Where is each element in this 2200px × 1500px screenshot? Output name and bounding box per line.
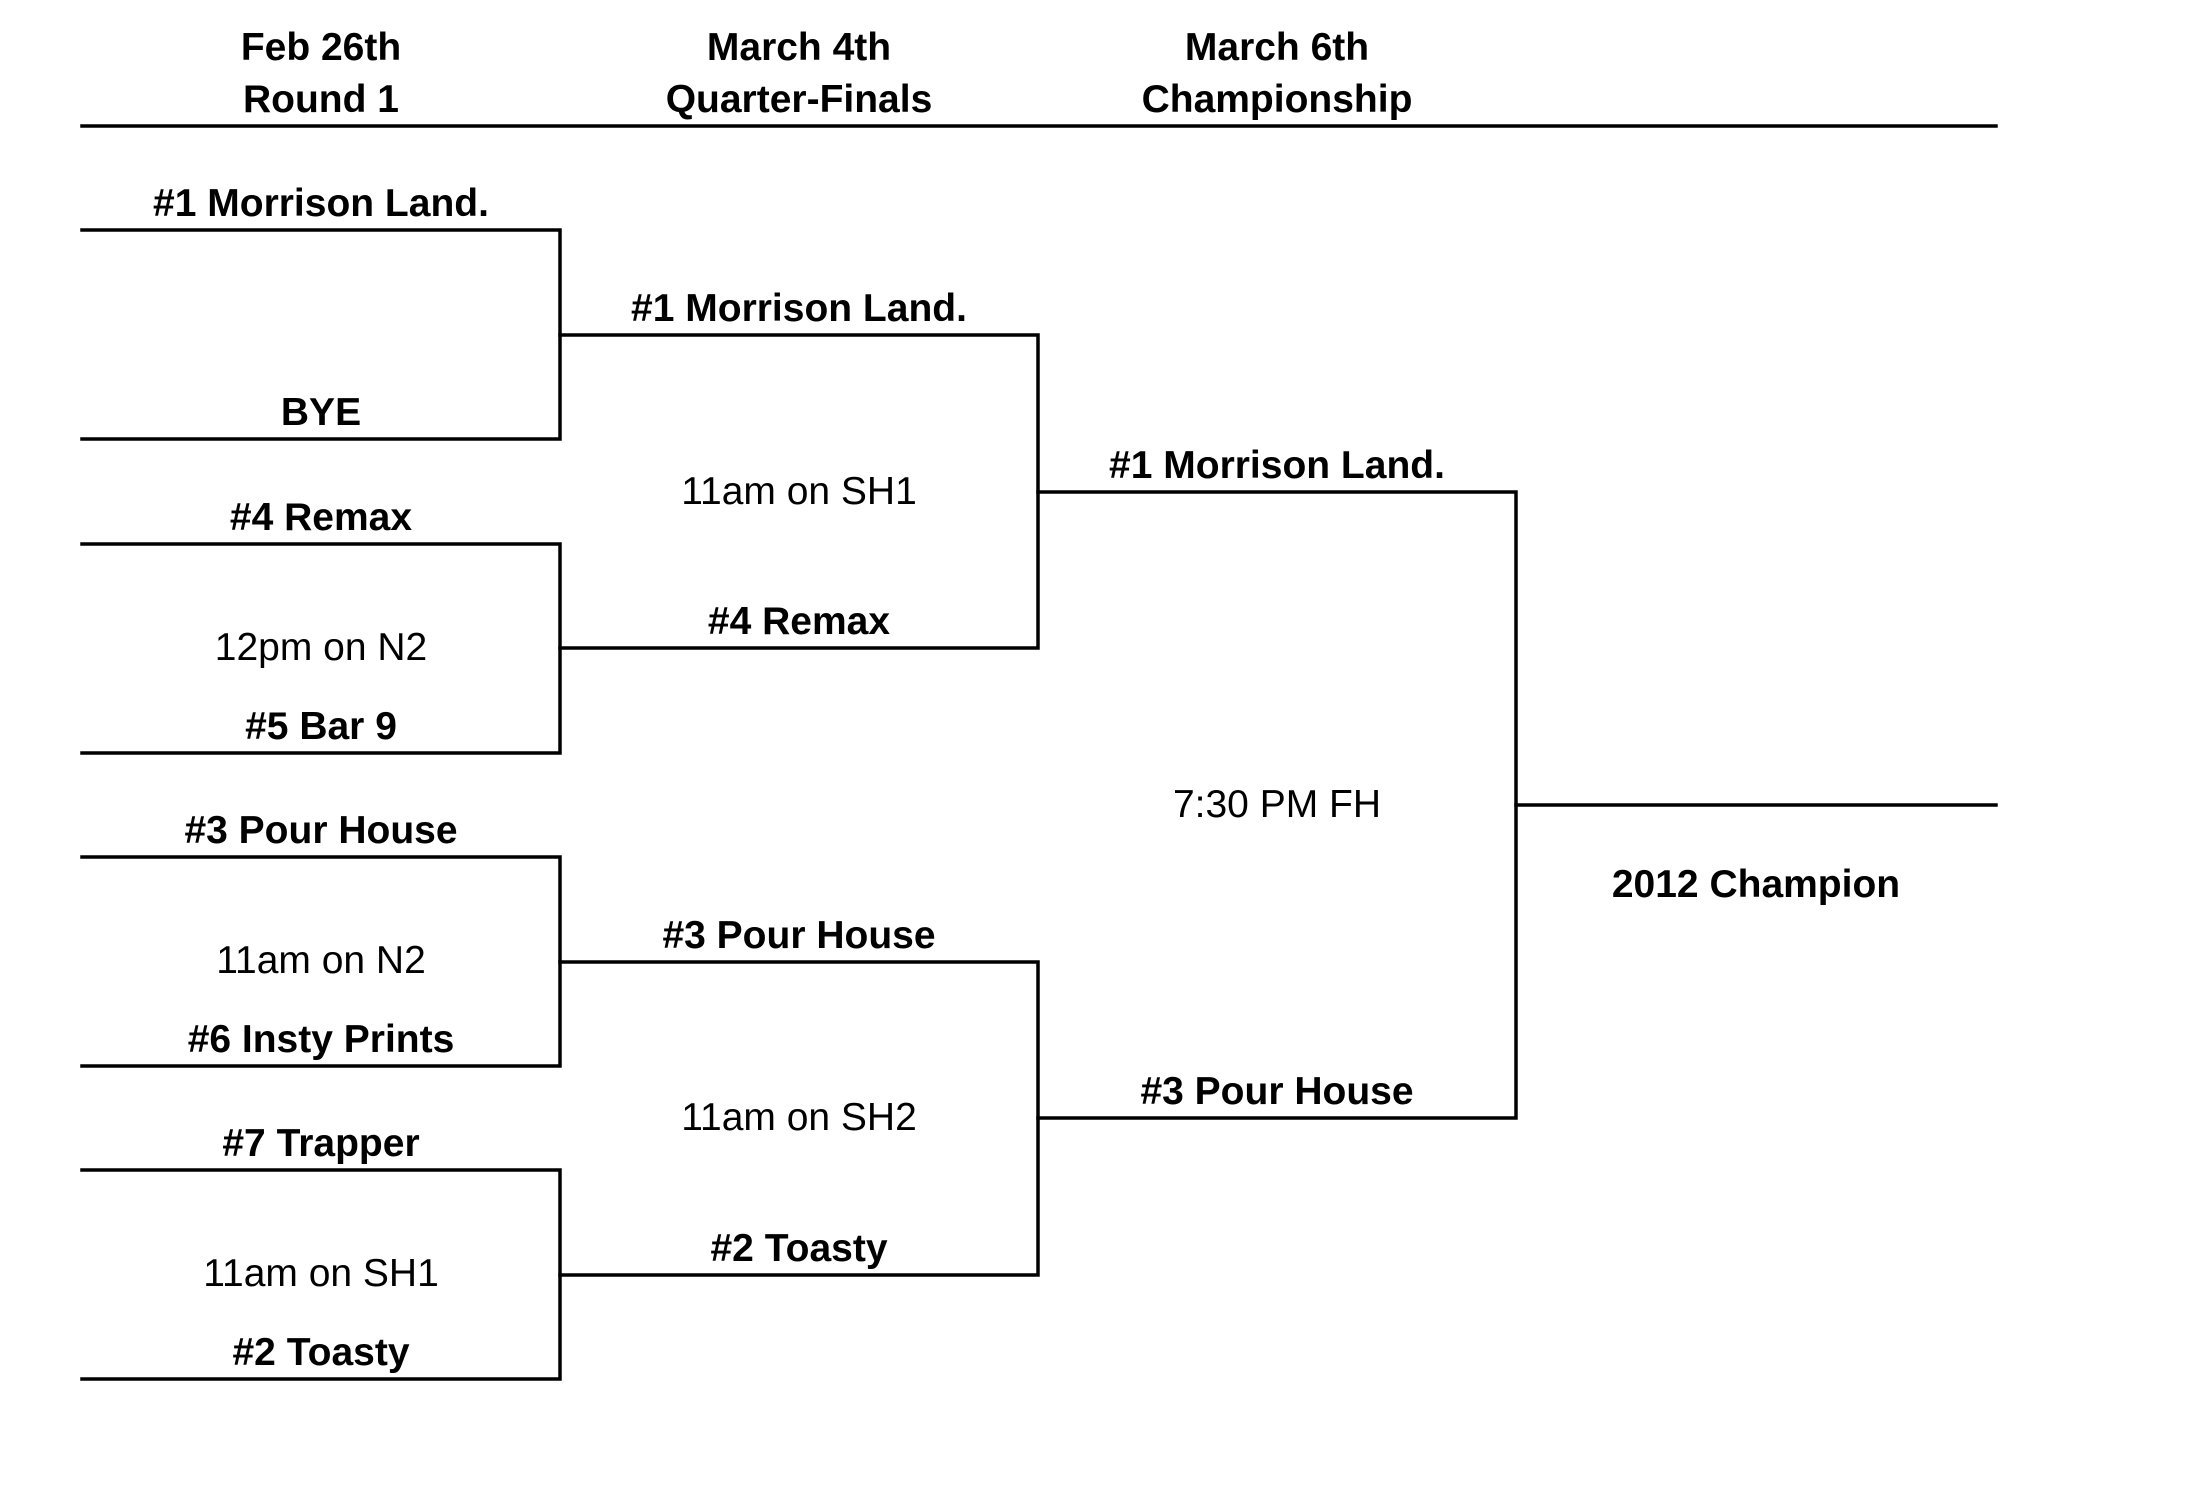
r1-m2-top-team: #4 Remax xyxy=(229,496,413,539)
champion-label: 2012 Champion xyxy=(1611,863,1901,906)
r1-m3-game-info: 11am on N2 xyxy=(216,939,426,982)
qf-m2-top-team: #3 Pour House xyxy=(662,914,936,957)
final-top-team: #1 Morrison Land. xyxy=(1109,444,1445,487)
header-championship: March 6th Championship xyxy=(1017,22,1537,126)
r1-m4-top-team: #7 Trapper xyxy=(222,1122,420,1165)
header-championship-date: March 6th xyxy=(1184,26,1370,69)
r1-m3-top-team: #3 Pour House xyxy=(184,809,458,852)
final-bottom-team: #3 Pour House xyxy=(1140,1070,1414,1113)
qf-m1-bottom-team: #4 Remax xyxy=(707,600,891,643)
r1-m2-bottom-team: #5 Bar 9 xyxy=(245,705,397,748)
header-championship-name: Championship xyxy=(1141,78,1413,121)
r1-m2-game-info: 12pm on N2 xyxy=(214,626,428,669)
qf-m2-bottom-team: #2 Toasty xyxy=(710,1227,888,1270)
r1-m1-bottom-team: BYE xyxy=(280,391,362,434)
r1-m4-bottom-team: #2 Toasty xyxy=(232,1331,410,1374)
header-quarterfinals: March 4th Quarter-Finals xyxy=(539,22,1059,126)
qf-m1-game-info: 11am on SH1 xyxy=(681,470,917,513)
r1-m3-bottom-team: #6 Insty Prints xyxy=(187,1018,455,1061)
r1-m1-top-team: #1 Morrison Land. xyxy=(153,182,489,225)
header-quarterfinals-date: March 4th xyxy=(706,26,892,69)
header-round1: Feb 26th Round 1 xyxy=(61,22,581,126)
header-quarterfinals-name: Quarter-Finals xyxy=(665,78,933,121)
header-round1-name: Round 1 xyxy=(243,78,399,121)
qf-m2-game-info: 11am on SH2 xyxy=(681,1096,917,1139)
final-game-info: 7:30 PM FH xyxy=(1172,783,1382,826)
header-round1-date: Feb 26th xyxy=(240,26,402,69)
qf-m1-top-team: #1 Morrison Land. xyxy=(631,287,967,330)
r1-m4-game-info: 11am on SH1 xyxy=(203,1252,439,1295)
